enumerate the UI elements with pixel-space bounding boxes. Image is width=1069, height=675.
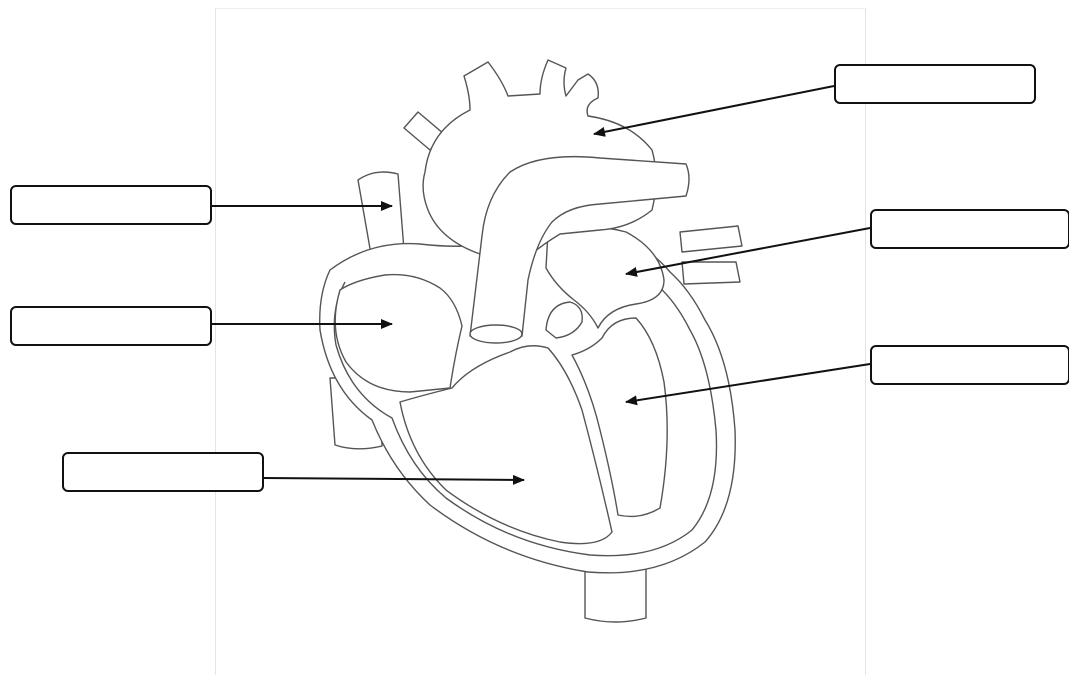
pulmonary-valve: [470, 325, 522, 343]
pulmonary-vein-upper: [680, 226, 742, 252]
label-box-left-atrium[interactable]: [870, 209, 1069, 249]
arrow-mid-right: [626, 228, 870, 274]
pulmonary-vein-lower: [682, 262, 740, 284]
label-box-aorta[interactable]: [834, 64, 1036, 104]
label-box-right-ventricle[interactable]: [62, 452, 264, 492]
label-box-right-atrium[interactable]: [10, 306, 212, 346]
arrow-top-right: [594, 86, 834, 134]
label-box-left-ventricle[interactable]: [870, 345, 1069, 385]
label-box-superior-vena-cava[interactable]: [10, 185, 212, 225]
